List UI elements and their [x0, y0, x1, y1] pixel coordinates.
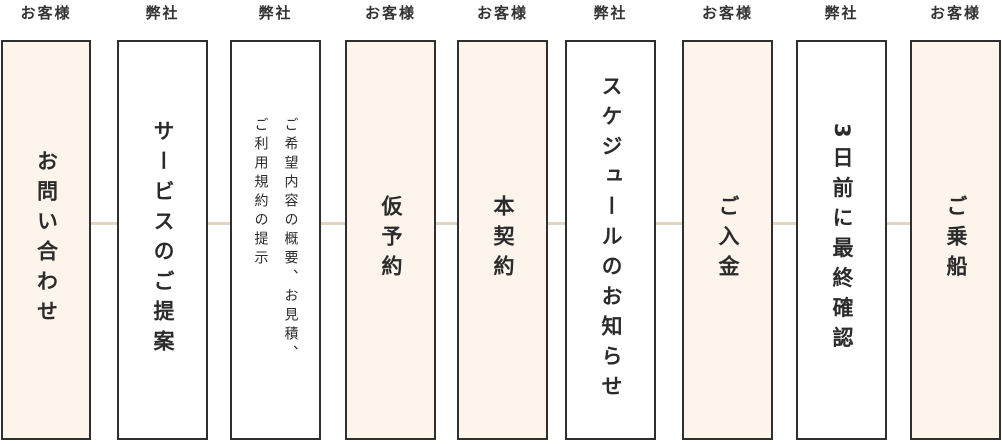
step-label: ご乗船	[944, 195, 968, 285]
step-box: サービスのご提案	[117, 40, 208, 440]
step-label: ご希望内容の概要、お見積、 ご利用規約の提示	[252, 116, 299, 364]
step-box: スケジュールのお知らせ	[565, 40, 656, 440]
step-label: サービスのご提案	[151, 120, 175, 360]
step-box: お問い合わせ	[1, 40, 91, 440]
step-actor: 弊社	[593, 4, 628, 22]
step-actor: お客様	[20, 4, 72, 22]
step-box: 3日前に最終確認	[796, 40, 887, 440]
step-actor: 弊社	[258, 4, 293, 22]
connector-2-3	[207, 222, 231, 225]
step-actor: 弊社	[145, 4, 180, 22]
step-final-check: 弊社 3日前に最終確認	[796, 0, 887, 444]
connector-6-7	[655, 222, 683, 225]
step-box: ご乗船	[910, 40, 1001, 440]
connector-8-9	[886, 222, 911, 225]
connector-5-6	[547, 222, 566, 225]
step-service-proposal: 弊社 サービスのご提案	[117, 0, 208, 444]
connector-7-8	[772, 222, 797, 225]
step-label: ご入金	[716, 195, 740, 285]
step-label: 3日前に最終確認	[830, 123, 854, 357]
step-actor: 弊社	[824, 4, 859, 22]
connector-1-2	[90, 222, 118, 225]
step-label: 本契約	[491, 195, 515, 285]
connector-4-5	[435, 222, 458, 225]
step-boarding: お客様 ご乗船	[910, 0, 1001, 444]
step-actor: お客様	[476, 4, 528, 22]
step-inquiry: お客様 お問い合わせ	[1, 0, 91, 444]
step-label: 仮予約	[379, 195, 403, 285]
step-actor: お客様	[364, 4, 416, 22]
step-box: 本契約	[457, 40, 548, 440]
step-actor: お客様	[929, 4, 981, 22]
step-schedule-notice: 弊社 スケジュールのお知らせ	[565, 0, 656, 444]
step-actor: お客様	[701, 4, 753, 22]
step-provisional-booking: お客様 仮予約	[345, 0, 436, 444]
step-label: お問い合わせ	[34, 150, 59, 330]
step-label: スケジュールのお知らせ	[599, 75, 623, 405]
step-estimate-and-terms: 弊社 ご希望内容の概要、お見積、 ご利用規約の提示	[230, 0, 321, 444]
step-payment: お客様 ご入金	[682, 0, 773, 444]
step-box: ご希望内容の概要、お見積、 ご利用規約の提示	[230, 40, 321, 440]
step-box: ご入金	[682, 40, 773, 440]
connector-3-4	[320, 222, 346, 225]
step-contract: お客様 本契約	[457, 0, 548, 444]
step-box: 仮予約	[345, 40, 436, 440]
